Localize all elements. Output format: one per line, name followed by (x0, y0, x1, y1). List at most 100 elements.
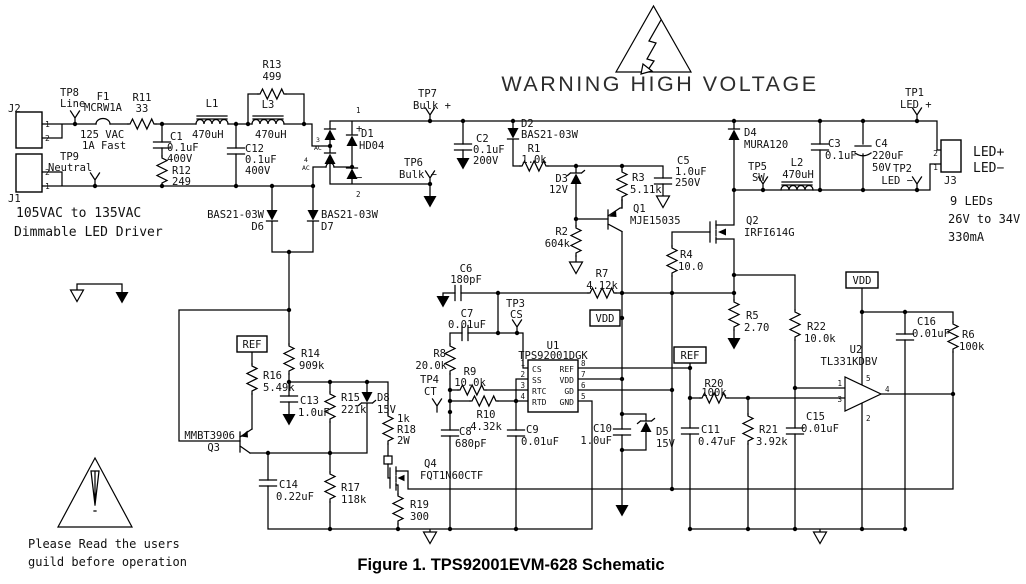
label-r4: R4 (680, 249, 693, 261)
label-r16-val: 5.49k (263, 382, 295, 394)
label-tp9: TP9 (60, 151, 79, 163)
read-manual-warning-icon (56, 456, 134, 528)
label-tp8-net: Line (60, 98, 85, 110)
ref-netbox-2 (673, 346, 707, 364)
label-r1-val: 1.0k (521, 154, 547, 166)
label-u2: U2 (850, 344, 863, 356)
label-u1-rtc: RTC (532, 387, 547, 396)
label-d1-plus: + (356, 123, 362, 135)
label-c12-val: 0.1uF (245, 154, 277, 166)
label-d5: D5 (656, 426, 669, 438)
label-c2-volt: 200V (473, 155, 499, 167)
label-r20: R20 (705, 378, 724, 390)
label-j2-pin2: 2 (45, 134, 50, 143)
label-led-plus: LED+ (973, 145, 1004, 160)
label-r21-val: 3.92k (756, 436, 788, 448)
label-c8-val: 680pF (455, 438, 487, 450)
labels: J2 1 2 J1 2 1 TP8 Line TP9 Neutral F1 MC… (8, 59, 1020, 574)
label-u1-gnd: GND (560, 398, 575, 407)
label-r14-val: 909k (299, 360, 325, 372)
label-r3-val: 5.11k (630, 184, 662, 196)
connector-j2-icon (15, 111, 43, 149)
label-c1: C1 (170, 131, 183, 143)
label-u1-cs: CS (532, 365, 542, 374)
label-j2: J2 (8, 103, 21, 115)
label-r1: R1 (528, 143, 541, 155)
label-r5: R5 (746, 310, 759, 322)
label-d6-val: BAS21-03W (207, 209, 265, 221)
label-l1-val: 470uH (192, 129, 224, 141)
label-tp9-net: Neutral (48, 162, 92, 174)
label-output1: 9 LEDs (950, 194, 993, 208)
label-d1-val: HD04 (359, 140, 384, 152)
mosfet-q2-icon (709, 220, 726, 244)
label-c10-val: 1.0uF (580, 435, 612, 447)
label-u1-ss: SS (532, 376, 542, 385)
label-d8: D8 (377, 392, 390, 404)
label-r15-val: 221k (341, 404, 367, 416)
label-r5-val: 2.70 (744, 322, 769, 334)
label-q4-val: FQT1N60CTF (420, 470, 483, 482)
label-d1-ac4: AC (302, 164, 310, 172)
label-r18-val: 2W (397, 435, 410, 447)
label-r2-val: 604k (545, 238, 571, 250)
label-read2: guild before operation (28, 555, 187, 569)
label-u2-p3: 3 (837, 395, 842, 404)
label-u2-p1: 1 (837, 379, 842, 388)
label-c13-val: 1.0uF (298, 407, 330, 419)
label-r11: R11 (133, 92, 152, 104)
label-u1-p6: 6 (581, 381, 586, 390)
testpoint-tp4-icon (431, 398, 443, 413)
label-d7: D7 (321, 221, 334, 233)
label-q3-val: MMBT3906 (184, 430, 235, 442)
label-c15-val: 0.01uF (801, 423, 839, 435)
label-ref-box2: REF (681, 350, 700, 362)
label-c16: C16 (917, 316, 936, 328)
label-tp6-net: Bulk − (399, 169, 437, 181)
label-r4-val: 10.0 (678, 261, 703, 273)
label-r22-val: 10.0k (804, 333, 836, 345)
label-input-range1: 105VAC to 135VAC (16, 206, 141, 221)
label-j1: J1 (8, 193, 21, 205)
label-u1-p1: 1 (520, 359, 525, 368)
label-d1-pin3: 3 (316, 136, 320, 144)
connector-j1-icon (15, 153, 43, 193)
label-l2-val: 470uH (782, 169, 814, 181)
label-q3: Q3 (207, 442, 220, 454)
label-output2: 26V to 34V (948, 212, 1020, 226)
label-r14: R14 (301, 348, 320, 360)
label-warning-title: WARNING HIGH VOLTAGE (501, 72, 818, 96)
label-c9-val: 0.01uF (521, 436, 559, 448)
label-c10: C10 (593, 423, 612, 435)
label-j3-pin2: 2 (933, 149, 938, 158)
label-c6: C6 (460, 263, 473, 275)
label-d1-minus: − (356, 172, 362, 184)
label-c12: C12 (245, 143, 264, 155)
label-u1-val: TPS92001DGK (518, 350, 588, 362)
connector-icons (15, 111, 962, 193)
label-r18-pre: 1k (397, 413, 410, 425)
label-f1: F1 (97, 91, 110, 103)
label-u1-ref: REF (560, 365, 575, 374)
label-r7-val: 4.12k (586, 280, 618, 292)
label-d5-val: 15V (656, 438, 676, 450)
label-tp6: TP6 (404, 157, 423, 169)
label-u1-p5: 5 (581, 392, 586, 401)
label-c4-val: 220uF (872, 150, 904, 162)
label-u2-val: TL331KDBV (821, 356, 879, 368)
label-c5-val: 1.0uF (675, 166, 707, 178)
label-c1-val: 0.1uF (167, 142, 199, 154)
label-r13: R13 (263, 59, 282, 71)
label-q1-val: MJE15035 (630, 215, 681, 227)
label-tp1: TP1 (905, 87, 924, 99)
label-d2-val: BAS21-03W (521, 129, 579, 141)
label-f1-val: MCRW1A (84, 102, 123, 114)
label-c12-volt: 400V (245, 165, 271, 177)
label-d8-val: 15V (377, 404, 397, 416)
label-c4-volt: 50V (872, 162, 892, 174)
label-d1: D1 (361, 128, 374, 140)
label-l1: L1 (206, 98, 219, 110)
ref-netbox-1 (236, 335, 268, 353)
figure-caption: Figure 1. TPS92001EVM-628 Schematic (357, 556, 664, 574)
label-d6: D6 (251, 221, 264, 233)
